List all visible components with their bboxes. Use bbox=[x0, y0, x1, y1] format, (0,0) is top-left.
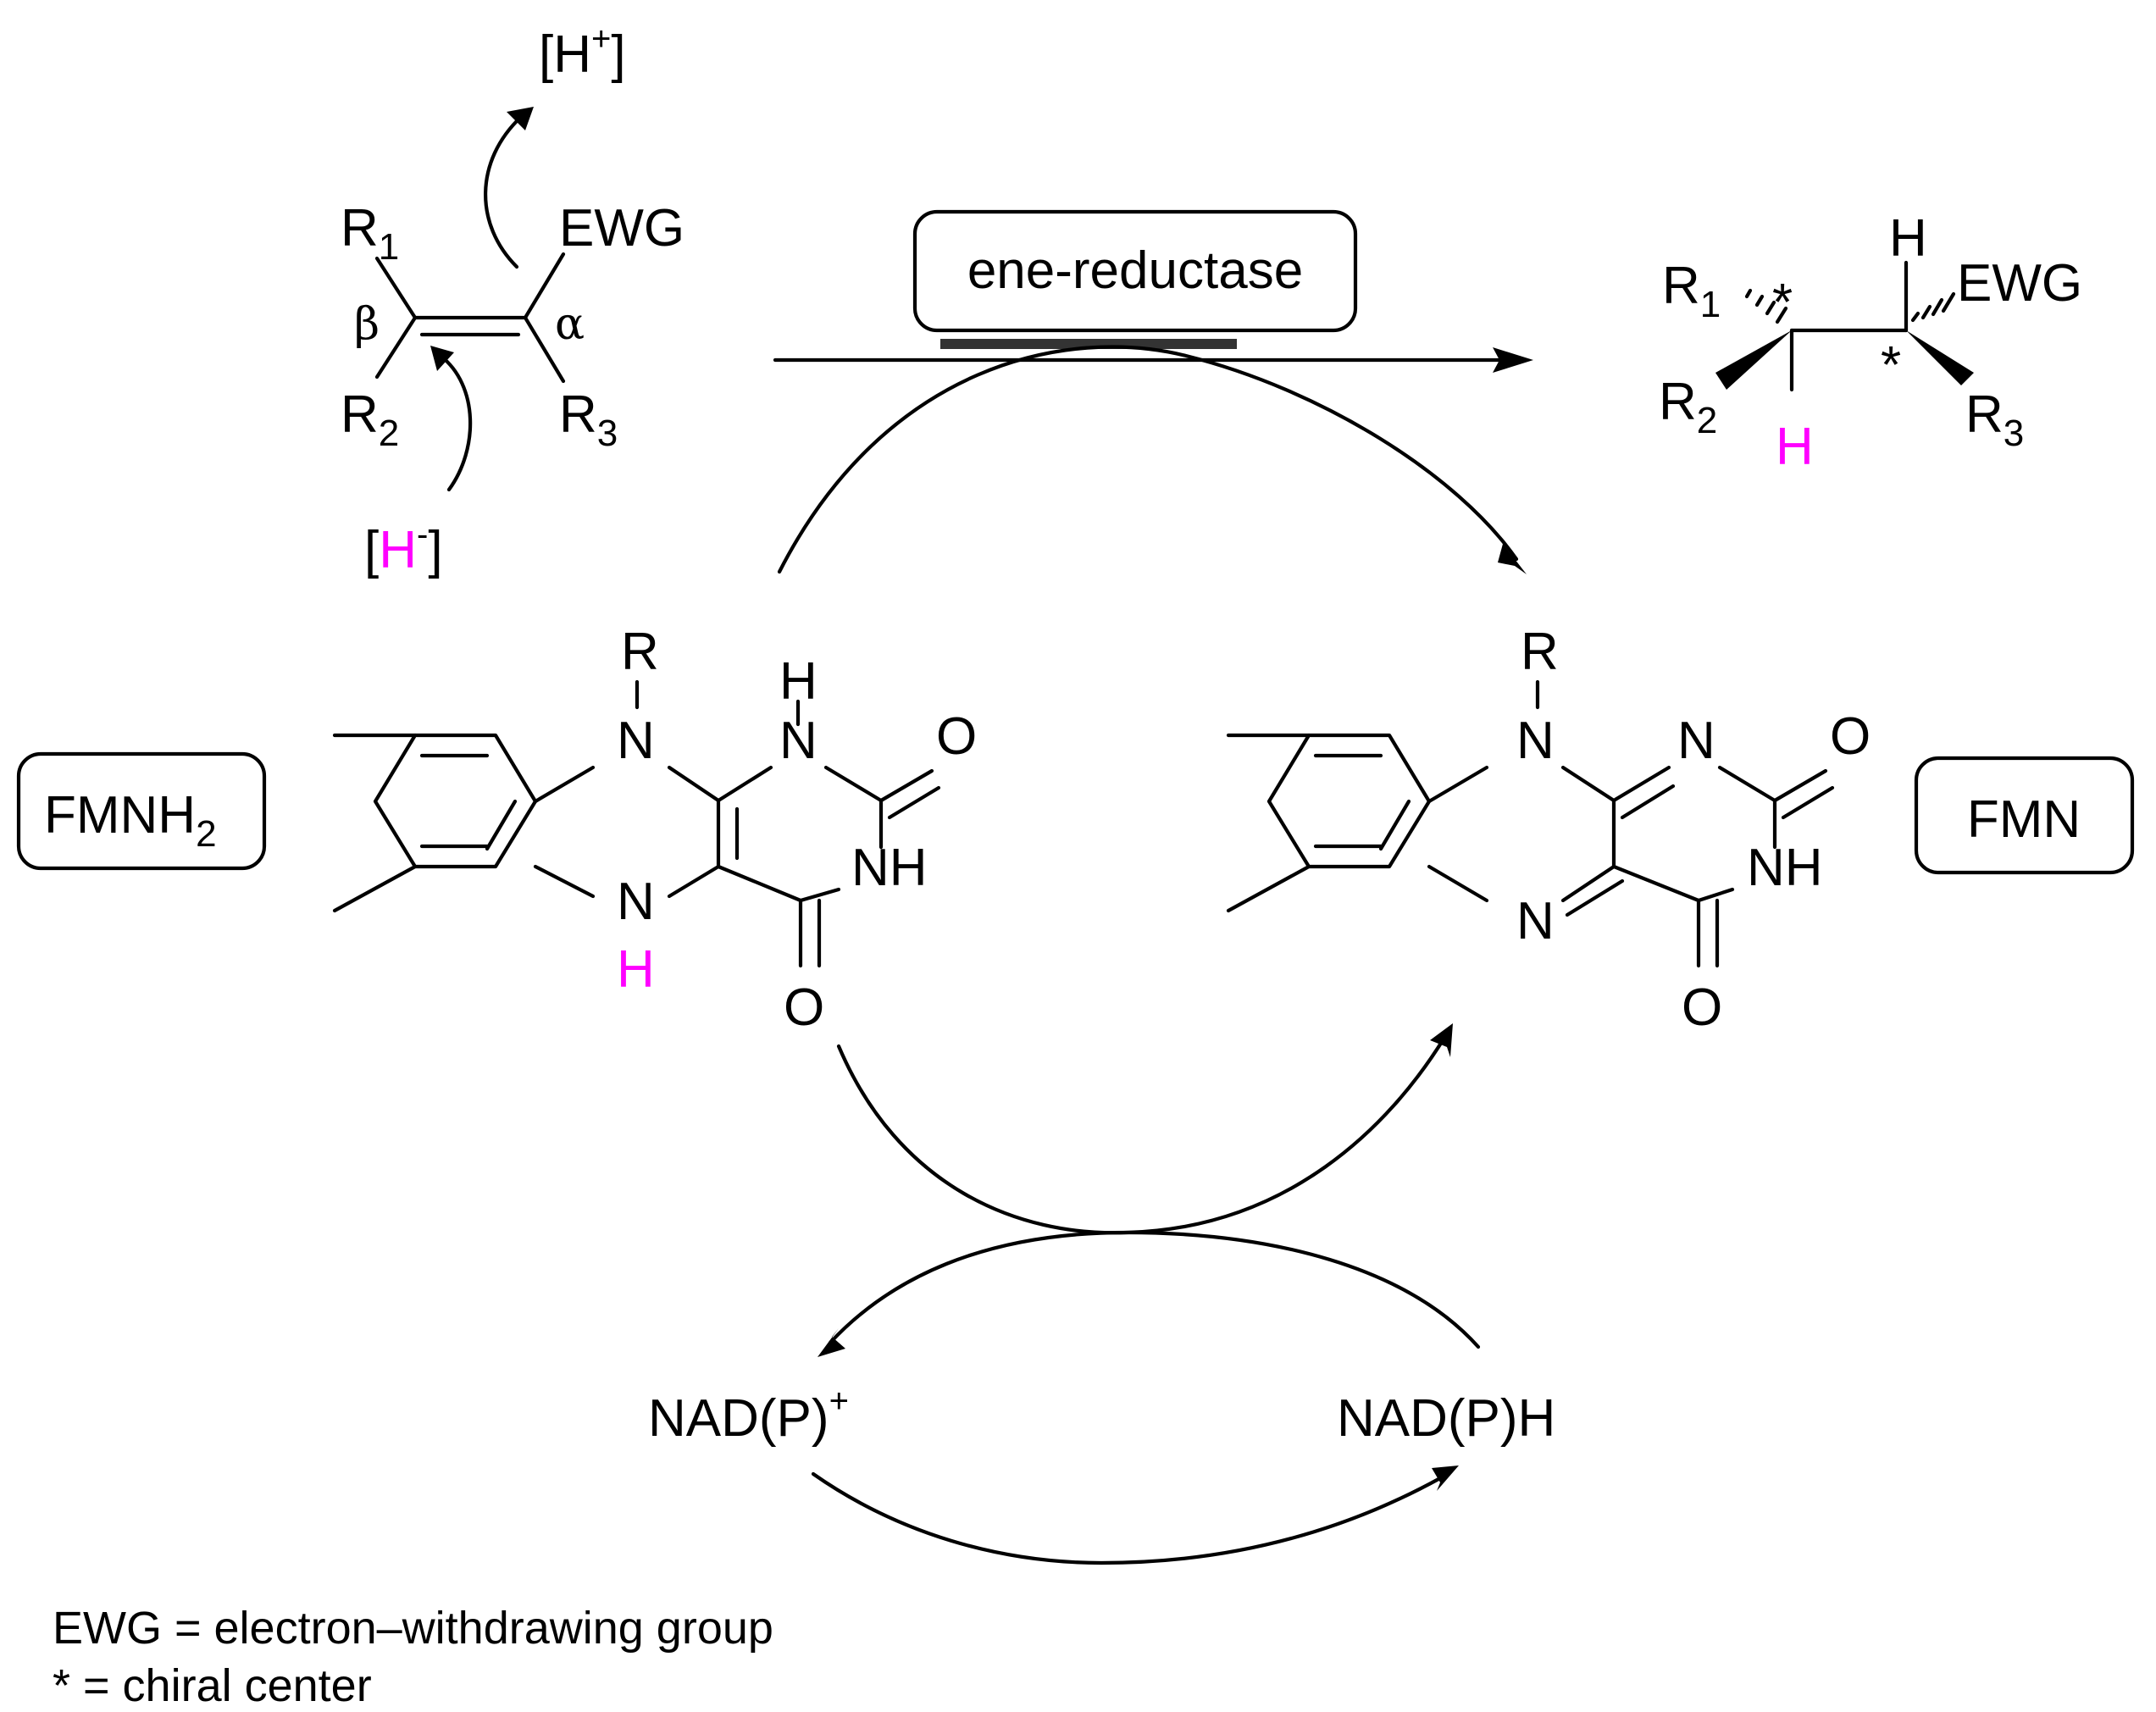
fmnh2-n5-label: N bbox=[617, 873, 655, 931]
flavin-regeneration-arc bbox=[836, 1035, 1447, 1235]
hydride-transfer-arc bbox=[777, 345, 1519, 574]
fmnh2-n1-h-label: H bbox=[779, 652, 818, 711]
product-chiral-marker-left: * bbox=[1772, 274, 1793, 332]
fmnh2-n3-label: NH bbox=[851, 839, 928, 897]
fmnh2-o2-label: O bbox=[936, 707, 977, 766]
hydride-label: [H-] bbox=[364, 516, 443, 579]
fmn-label: FMN bbox=[1967, 790, 2081, 849]
proton-label: [H+] bbox=[539, 20, 626, 84]
alpha-carbon-label: α bbox=[555, 299, 585, 350]
fmn-r-label: R bbox=[1521, 623, 1559, 681]
legend-ewg: EWG = electron–withdrawing group bbox=[53, 1603, 773, 1654]
legend-chiral: * = chiral center bbox=[53, 1660, 372, 1711]
nadph-oxidation-arc bbox=[828, 1230, 1481, 1349]
product-alkane: R1 R2 H * H EWG R3 * bbox=[1659, 209, 2082, 476]
fmnh2-n1-label: N bbox=[779, 712, 818, 770]
product-hashed-bond-right bbox=[1910, 291, 1956, 323]
main-reaction-arrow bbox=[773, 347, 1533, 373]
proton-transfer-arrowhead bbox=[507, 107, 534, 130]
enzyme-label: ene-reductase bbox=[967, 241, 1303, 300]
fmn-n3-label: NH bbox=[1747, 839, 1823, 897]
substrate-alkene: R1 R2 R3 EWG β α [H+] [H-] bbox=[341, 20, 684, 579]
nad-reduction-arc bbox=[811, 1471, 1443, 1565]
substrate-r1-label: R1 bbox=[341, 199, 399, 268]
nad-reduction-arc-head bbox=[1432, 1465, 1459, 1491]
substrate-r2-label: R2 bbox=[341, 385, 399, 454]
nadph-oxidation-arc-head bbox=[818, 1328, 845, 1357]
hydride-attack-arrow bbox=[438, 353, 473, 492]
product-wedge-right bbox=[1906, 330, 1974, 385]
product-wedge-left bbox=[1715, 330, 1792, 390]
product-chiral-marker-right: * bbox=[1881, 336, 1901, 395]
fmn-structure: R N N N NH O O bbox=[1226, 623, 1871, 1037]
fmnh2-label-box: FMNH2 bbox=[16, 751, 267, 871]
fmn-n1-label: N bbox=[1677, 712, 1715, 770]
product-hashed-bond-left bbox=[1744, 288, 1788, 324]
beta-carbon-label: β bbox=[354, 299, 380, 350]
product-top-h-label: H bbox=[1889, 209, 1927, 268]
nadp-plus-label: NAD(P)+ bbox=[648, 1382, 849, 1448]
fmn-n10-label: N bbox=[1516, 712, 1555, 770]
fmnh2-n10-label: N bbox=[617, 712, 655, 770]
fmnh2-o4-label: O bbox=[784, 978, 824, 1037]
fmnh2-structure: R N N H H N NH O O bbox=[332, 623, 977, 1037]
nadph-label: NAD(P)H bbox=[1337, 1389, 1555, 1448]
legend: EWG = electron–withdrawing group * = chi… bbox=[53, 1603, 773, 1711]
hydride-transfer-arc-head bbox=[1498, 544, 1527, 574]
flavin-regeneration-arc-head bbox=[1430, 1023, 1453, 1057]
product-r2-label: R2 bbox=[1659, 373, 1717, 441]
fmn-o4-label: O bbox=[1682, 978, 1722, 1037]
enzyme-label-box: ene-reductase bbox=[912, 209, 1358, 349]
substrate-r3-label: R3 bbox=[559, 385, 618, 454]
product-r3-label: R3 bbox=[1965, 385, 2024, 454]
fmn-label-box: FMN bbox=[1914, 756, 2135, 875]
fmnh2-r-label: R bbox=[621, 623, 659, 681]
fmnh2-label: FMNH2 bbox=[44, 786, 217, 855]
substrate-ewg-label: EWG bbox=[559, 199, 684, 258]
product-new-h-label: H bbox=[1776, 418, 1814, 476]
product-ewg-label: EWG bbox=[1957, 254, 2082, 313]
fmn-o2-label: O bbox=[1830, 707, 1871, 766]
product-r1-label: R1 bbox=[1662, 257, 1721, 325]
hydride-attack-arrowhead bbox=[430, 346, 454, 371]
fmnh2-n5-h-label: H bbox=[617, 940, 655, 999]
fmn-n5-label: N bbox=[1516, 892, 1555, 950]
proton-transfer-arrow bbox=[484, 114, 524, 269]
